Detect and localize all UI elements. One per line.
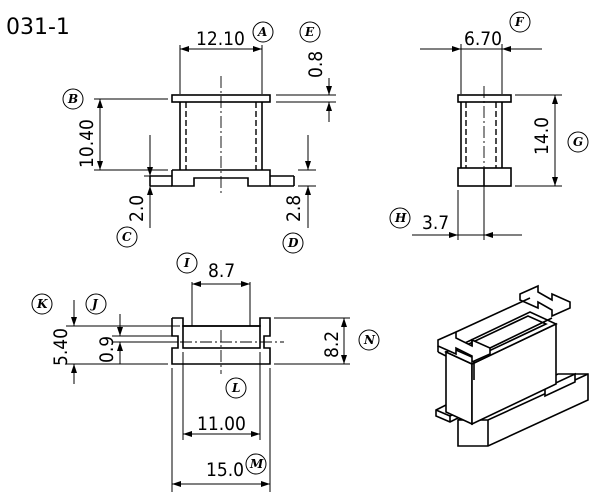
dim-slot-gap: 0.9: [96, 336, 118, 363]
label-c: C: [116, 226, 138, 248]
label-h: H: [389, 207, 411, 229]
label-g: G: [567, 131, 589, 153]
dim-height-body: 10.40: [76, 119, 98, 168]
svg-text:L: L: [231, 381, 240, 395]
svg-text:J: J: [90, 297, 99, 311]
dim-outer-width: 15.0: [206, 459, 244, 481]
dim-base-left: 2.0: [126, 195, 148, 222]
dim-side-height: 14.0: [531, 117, 553, 155]
label-l: L: [225, 377, 247, 399]
front-view: 12.10 0.8 10.40 2.0 2.8 A E B: [62, 21, 336, 254]
svg-text:N: N: [363, 333, 376, 347]
dim-slot-width: 8.7: [208, 260, 235, 282]
label-k: K: [31, 293, 53, 315]
svg-text:B: B: [67, 92, 78, 106]
svg-text:C: C: [122, 230, 132, 244]
dim-side-width: 6.70: [464, 28, 502, 50]
svg-text:E: E: [304, 25, 315, 39]
svg-text:F: F: [514, 15, 525, 29]
label-a: A: [252, 21, 274, 43]
label-m: M: [245, 453, 267, 475]
label-i: I: [176, 252, 198, 274]
dim-depth-total: 5.40: [50, 328, 72, 366]
drawing-title: 031-1: [6, 15, 70, 40]
svg-text:M: M: [249, 457, 264, 471]
dim-pin-width: 3.7: [422, 212, 449, 234]
svg-text:D: D: [287, 236, 299, 250]
dim-depth-outer: 8.2: [321, 331, 343, 358]
label-b: B: [62, 88, 84, 110]
svg-text:K: K: [36, 297, 48, 311]
side-view: 6.70 14.0 3.7 F G H: [389, 11, 589, 240]
svg-text:H: H: [394, 211, 407, 225]
isometric-view: [435, 284, 589, 447]
dim-base-right: 2.8: [283, 195, 305, 222]
top-view: 8.7 5.40 0.9 8.2 11.00: [31, 252, 380, 492]
dim-inner-width: 11.00: [197, 413, 246, 435]
dim-top-flange: 0.8: [305, 51, 327, 78]
label-j: J: [85, 293, 107, 315]
label-e: E: [299, 21, 321, 43]
dim-width-top: 12.10: [196, 28, 245, 50]
svg-text:G: G: [573, 135, 583, 149]
svg-text:A: A: [257, 25, 267, 39]
label-d: D: [282, 232, 304, 254]
label-f: F: [509, 11, 531, 33]
svg-text:I: I: [183, 256, 190, 270]
label-n: N: [358, 329, 380, 351]
